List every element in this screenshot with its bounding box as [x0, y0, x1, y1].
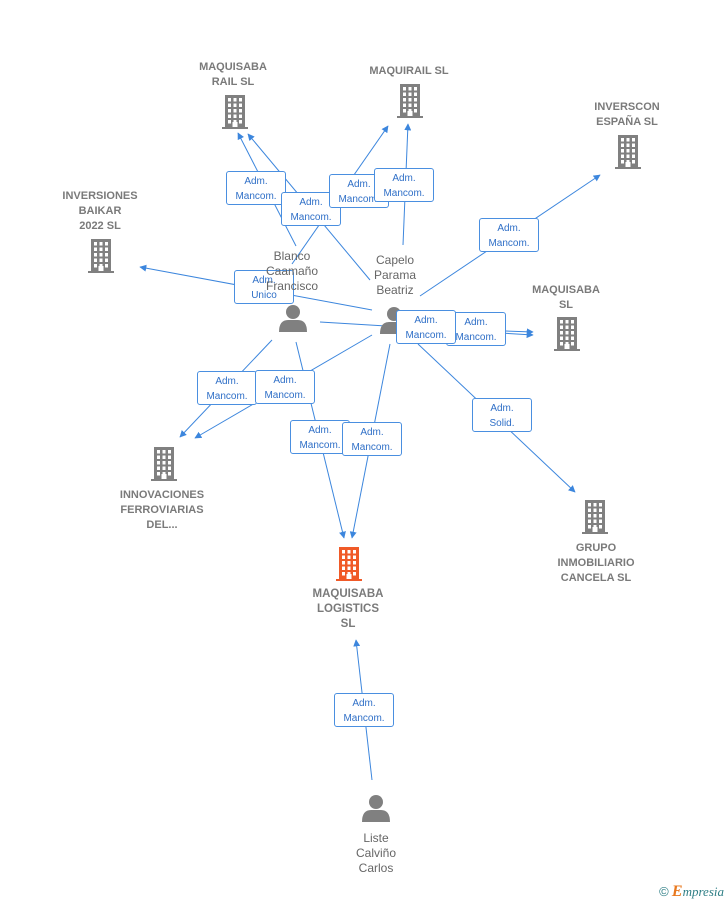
company-label-maquisaba-sl[interactable]: MAQUISABA SL	[532, 284, 600, 311]
building-icon[interactable]	[88, 239, 114, 273]
building-icon[interactable]	[615, 135, 641, 169]
person-label-liste[interactable]: Liste Calviño Carlos	[355, 831, 397, 875]
building-icon[interactable]	[336, 547, 362, 581]
company-label-maquirail[interactable]: MAQUIRAIL SL	[369, 65, 449, 77]
company-label-maquisaba-logistics[interactable]: MAQUISABA LOGISTICS SL	[312, 588, 384, 630]
edge-label[interactable]: Adm. Mancom.	[290, 420, 350, 454]
copyright-symbol: ©	[659, 884, 669, 899]
edge-label[interactable]: Adm. Mancom.	[446, 312, 506, 346]
building-icon[interactable]	[582, 500, 608, 534]
person-icon[interactable]	[362, 795, 390, 822]
building-icon[interactable]	[554, 317, 580, 351]
brand-initial: E	[671, 883, 683, 900]
company-label-innovaciones[interactable]: INNOVACIONES FERROVIARIAS DEL...	[119, 489, 205, 531]
edge-label[interactable]: Adm. Mancom.	[342, 422, 402, 456]
person-icon[interactable]	[279, 305, 307, 332]
edge-label[interactable]: Adm. Mancom.	[334, 693, 394, 727]
edge-label[interactable]: Adm. Mancom.	[255, 370, 315, 404]
building-icon[interactable]	[151, 447, 177, 481]
company-label-maquisaba-rail[interactable]: MAQUISABA RAIL SL	[199, 61, 267, 88]
company-label-grupo-cancela[interactable]: GRUPO INMOBILIARIO CANCELA SL	[557, 542, 635, 584]
edge-label[interactable]: Adm. Mancom.	[226, 171, 286, 205]
company-label-inverscon[interactable]: INVERSCON ESPAÑA SL	[594, 101, 660, 128]
company-label-inversiones-baikar[interactable]: INVERSIONES BAIKAR 2022 SL	[62, 190, 138, 232]
edge-label[interactable]: Adm. Mancom.	[374, 168, 434, 202]
edge-label[interactable]: Adm. Solid.	[472, 398, 532, 432]
person-label-capelo[interactable]: Capelo Parama Beatriz	[373, 253, 417, 297]
edge-label[interactable]: Adm. Mancom.	[197, 371, 257, 405]
building-icon[interactable]	[397, 84, 423, 118]
building-icon[interactable]	[222, 95, 248, 129]
brand-name: mpresia	[682, 884, 724, 899]
edge-label[interactable]: Adm. Unico	[234, 270, 294, 304]
empresia-logo[interactable]: © Empresia	[659, 883, 724, 901]
person-label-blanco[interactable]: Blanco Caamaño Francisco	[265, 249, 319, 293]
edge-label[interactable]: Adm. Mancom.	[396, 310, 456, 344]
edge-label[interactable]: Adm. Mancom.	[479, 218, 539, 252]
